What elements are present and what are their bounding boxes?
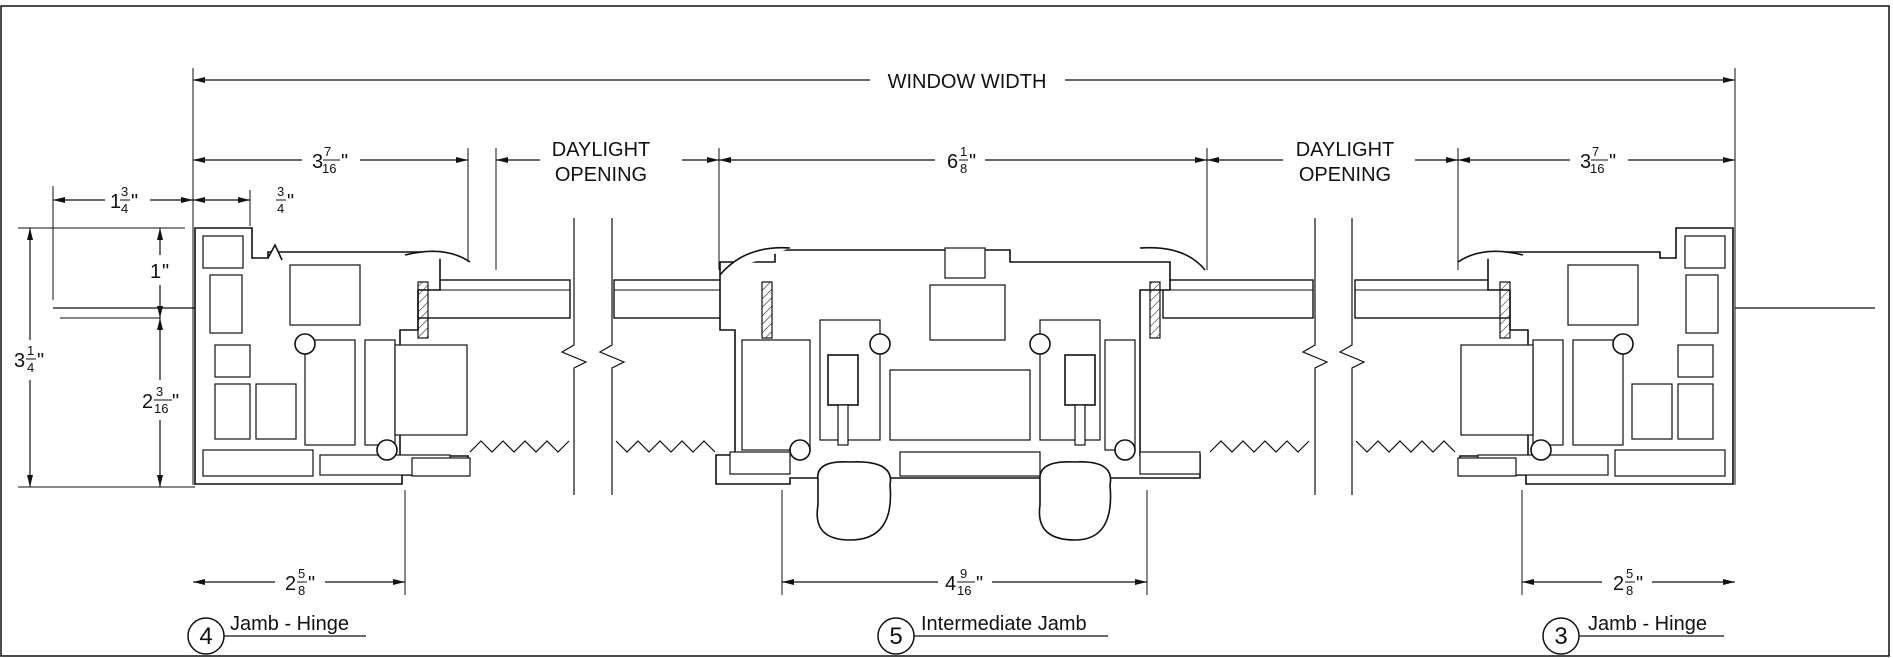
dimension-d7: 3 1 4 " (14, 343, 44, 375)
dimension-d1: 3 7 16 " (312, 144, 348, 176)
daylight-left-line2: OPENING (555, 164, 647, 186)
svg-text:1: 1 (110, 191, 121, 213)
callout-number: 4 (199, 623, 212, 650)
svg-text:16: 16 (957, 583, 971, 598)
svg-text:16: 16 (1590, 161, 1604, 176)
svg-text:": " (1609, 151, 1616, 173)
callout-number: 5 (889, 623, 902, 650)
svg-text:": " (1636, 573, 1643, 595)
dimension-d8: 2 3 16 " (142, 384, 179, 416)
callout-title: Jamb - Hinge (230, 613, 349, 635)
callout-title: Intermediate Jamb (921, 613, 1087, 635)
svg-text:4: 4 (945, 573, 956, 595)
svg-text:": " (308, 573, 315, 595)
svg-text:": " (172, 391, 179, 413)
sheet-border (0, 5, 1890, 657)
svg-text:5: 5 (1626, 566, 1633, 581)
svg-text:3: 3 (14, 350, 25, 372)
svg-text:": " (37, 350, 44, 372)
svg-text:8: 8 (960, 161, 967, 176)
callout-center: 5 Intermediate Jamb (877, 613, 1108, 655)
dimension-d11: 2 5 8 " (1613, 566, 1643, 598)
svg-text:16: 16 (322, 161, 336, 176)
dimension-d3: 3 7 16 " (1580, 144, 1616, 176)
svg-text:4: 4 (277, 201, 284, 216)
dimension-d9: 2 5 8 " (285, 566, 315, 598)
svg-text:4: 4 (121, 201, 128, 216)
left-vertical-dimensions (18, 227, 195, 488)
svg-text:": " (131, 191, 138, 213)
callout-right: 3 Jamb - Hinge (1542, 613, 1724, 655)
left-small-dimensions (52, 186, 251, 300)
callout-title: Jamb - Hinge (1588, 613, 1707, 635)
svg-text:3: 3 (156, 384, 163, 399)
svg-text:3: 3 (121, 184, 128, 199)
bottom-dimension-row (193, 490, 1735, 595)
svg-text:": " (341, 151, 348, 173)
svg-text:5: 5 (298, 566, 305, 581)
dimension-d5: 3 4 " (276, 184, 294, 216)
svg-text:": " (162, 261, 169, 283)
svg-text:4: 4 (27, 360, 34, 375)
svg-text:7: 7 (1592, 144, 1599, 159)
dimension-d10: 4 9 16 " (945, 566, 983, 598)
dimension-d6: 1 " (150, 261, 169, 283)
svg-text:2: 2 (1613, 573, 1624, 595)
svg-text:16: 16 (154, 401, 168, 416)
svg-text:1: 1 (960, 144, 967, 159)
svg-text:7: 7 (324, 144, 331, 159)
window-width-label: WINDOW WIDTH (888, 71, 1047, 93)
dimension-d2: 6 1 8 " (947, 144, 976, 176)
daylight-right-line1: DAYLIGHT (1296, 139, 1395, 161)
svg-text:3: 3 (277, 184, 284, 199)
top-dimension-row: DAYLIGHT OPENING DAYLIGHT OPENING (193, 139, 1735, 270)
svg-text:6: 6 (947, 151, 958, 173)
center-mullion-profile (715, 246, 1206, 541)
svg-text:3: 3 (1580, 151, 1591, 173)
svg-text:": " (976, 573, 983, 595)
svg-text:3: 3 (312, 151, 323, 173)
svg-text:1: 1 (150, 261, 161, 283)
svg-text:1: 1 (27, 343, 34, 358)
svg-text:2: 2 (142, 391, 153, 413)
right-jamb-profile (1457, 227, 1734, 485)
svg-text:9: 9 (960, 566, 967, 581)
callout-number: 3 (1554, 623, 1567, 650)
left-jamb-profile (194, 227, 471, 485)
callout-left: 4 Jamb - Hinge (187, 613, 366, 655)
dimension-d4: 1 3 4 " (110, 184, 138, 216)
daylight-right-line2: OPENING (1299, 164, 1391, 186)
window-width-dimension: WINDOW WIDTH (192, 68, 1736, 485)
daylight-left-line1: DAYLIGHT (552, 139, 651, 161)
svg-text:8: 8 (298, 583, 305, 598)
svg-text:": " (969, 151, 976, 173)
svg-text:8: 8 (1626, 583, 1633, 598)
interior-zigzag (469, 440, 1456, 453)
svg-text:": " (287, 191, 294, 213)
svg-text:2: 2 (285, 573, 296, 595)
